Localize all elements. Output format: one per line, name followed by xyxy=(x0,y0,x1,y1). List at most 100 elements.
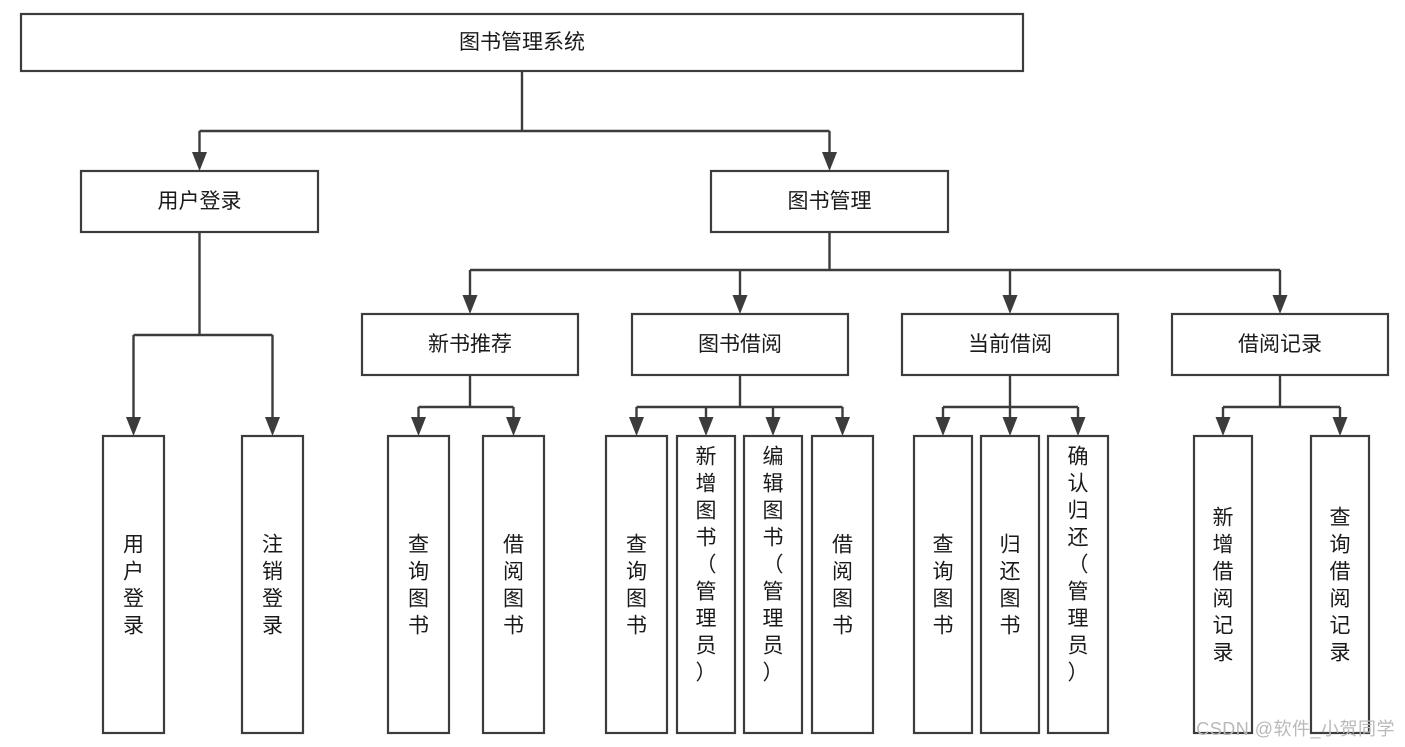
edge-arrowhead xyxy=(411,417,426,436)
node-leaf-11-label-char: 阅 xyxy=(1213,588,1234,611)
node-level3-3[interactable]: 借阅记录 xyxy=(1170,312,1390,377)
node-leaf-12-label-char: 录 xyxy=(1330,642,1351,665)
node-leaf-4-label-char: 书 xyxy=(626,615,647,638)
node-leaf-6-label-char: 书 xyxy=(763,527,784,550)
node-leaf-6-label-char: 图 xyxy=(763,500,784,523)
node-leaf-11-box xyxy=(1192,434,1254,735)
node-leaf-1-label-char: 销 xyxy=(262,561,283,584)
node-leaf-8-label-char: 图 xyxy=(933,588,954,611)
node-root-book-management-system[interactable]: 图书管理系统 xyxy=(19,12,1025,73)
edge-arrowhead xyxy=(506,417,521,436)
node-level3-2-box xyxy=(900,312,1120,377)
node-leaf-2-label-char: 书 xyxy=(408,615,429,638)
node-leaf-0-label-char: 录 xyxy=(123,615,144,638)
node-leaf-2-box xyxy=(386,434,451,735)
node-leaf-7-box xyxy=(810,434,875,735)
node-leaf-11-label-char: 新 xyxy=(1213,507,1234,530)
node-leaf-7-label-char: 阅 xyxy=(832,561,853,584)
node-leaf-8-label-char: 查 xyxy=(933,534,954,557)
node-leaf-2-label-char: 图 xyxy=(408,588,429,611)
node-leaf-5-label-char: 图 xyxy=(696,500,717,523)
node-leaf-7-label-char: 图 xyxy=(832,588,853,611)
node-level2-0[interactable]: 用户登录 xyxy=(79,169,320,234)
node-leaf-5-label-char: ） xyxy=(696,662,717,685)
node-leaf-5-box xyxy=(675,434,737,735)
node-leaf-6-label-char: 员 xyxy=(763,635,784,658)
node-leaf-5-label-char: 新 xyxy=(696,446,717,469)
node-leaf-6-label-char: 编 xyxy=(763,446,784,469)
node-leaf-10-label-char: 认 xyxy=(1068,473,1089,496)
node-level2-1[interactable]: 图书管理 xyxy=(709,169,950,234)
node-leaf-2-label-char: 查 xyxy=(408,534,429,557)
node-leaf-1-label-char: 录 xyxy=(262,615,283,638)
edge-arrowhead xyxy=(765,417,781,436)
node-leaf-12-label-char: 阅 xyxy=(1330,588,1351,611)
node-leaf-2-label-char: 询 xyxy=(408,561,429,584)
node-leaf-10-label-char: 理 xyxy=(1068,608,1089,631)
node-leaf-9-label-char: 书 xyxy=(1000,615,1021,638)
node-leaf-11-label-char: 借 xyxy=(1213,561,1234,584)
node-leaf-10-label-char: 员 xyxy=(1068,635,1089,658)
node-leaf-0-label-char: 用 xyxy=(123,534,144,557)
connector-layer xyxy=(126,71,1348,436)
node-leaf-3-label-char: 阅 xyxy=(503,561,524,584)
edge-arrowhead xyxy=(732,295,748,314)
node-leaf-5-label-char: 增 xyxy=(696,473,717,496)
node-leaf-3-label-char: 借 xyxy=(503,534,524,557)
node-level3-2-label: 当前借阅 xyxy=(968,333,1052,356)
node-leaf-3-box xyxy=(481,434,546,735)
edge-arrowhead xyxy=(835,417,850,436)
node-leaf-6-box xyxy=(742,434,804,735)
node-leaf-6-label-char: 管 xyxy=(763,581,784,604)
node-level2-1-label: 图书管理 xyxy=(788,190,872,213)
edge-arrowhead xyxy=(1002,417,1018,436)
node-level3-3-label: 借阅记录 xyxy=(1238,333,1322,356)
node-leaf-6-label-char: ） xyxy=(763,662,784,685)
node-leaf-10-label-char: 管 xyxy=(1068,581,1089,604)
node-leaf-0-label-char: 登 xyxy=(123,588,144,611)
edge-arrowhead xyxy=(126,417,141,436)
node-leaf-10-label-char: 归 xyxy=(1068,500,1089,523)
edge-arrowhead xyxy=(1272,295,1288,314)
node-leaf-9-label-char: 归 xyxy=(1000,534,1021,557)
node-leaf-0-box xyxy=(101,434,166,735)
node-level3-0-box xyxy=(360,312,580,377)
node-leaf-12-label-char: 记 xyxy=(1330,615,1351,638)
node-leaf-8-label-char: 书 xyxy=(933,615,954,638)
node-leaf-0[interactable]: 用户登录 xyxy=(101,434,166,735)
node-level3-0[interactable]: 新书推荐 xyxy=(360,312,580,377)
node-leaf-5-label-char: 理 xyxy=(696,608,717,631)
node-leaf-4-box xyxy=(604,434,669,735)
node-level3-1-box xyxy=(630,312,850,377)
node-leaf-7-label-char: 书 xyxy=(832,615,853,638)
node-leaf-4-label-char: 图 xyxy=(626,588,647,611)
node-leaf-9-label-char: 还 xyxy=(1000,561,1021,584)
node-level3-2[interactable]: 当前借阅 xyxy=(900,312,1120,377)
node-level3-3-box xyxy=(1170,312,1390,377)
node-leaf-12-box xyxy=(1309,434,1371,735)
node-leaf-11-label-char: 记 xyxy=(1213,615,1234,638)
node-leaf-1-label-char: 登 xyxy=(262,588,283,611)
edge-arrowhead xyxy=(462,295,478,314)
node-level2-1-box xyxy=(709,169,950,234)
edge-arrowhead xyxy=(1002,295,1018,314)
node-leaf-10-box xyxy=(1046,434,1110,735)
node-leaf-9-box xyxy=(979,434,1041,735)
node-leaf-6-label-char: 理 xyxy=(763,608,784,631)
edge-arrowhead xyxy=(1070,417,1086,436)
node-level3-1[interactable]: 图书借阅 xyxy=(630,312,850,377)
